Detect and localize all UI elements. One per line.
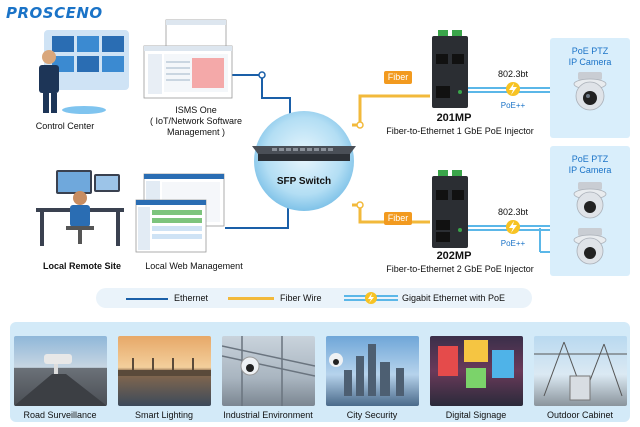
fiber-tag-2: Fiber	[384, 212, 412, 225]
local-web-management-label: Local Web Management	[145, 261, 243, 271]
brand-logo: PROSCENO	[6, 4, 103, 22]
application-label-outdoor-cabinet: Outdoor Cabinet	[546, 410, 614, 420]
ptz-camera-icon	[573, 228, 607, 265]
poe-standard-1: 802.3bt	[497, 69, 529, 79]
application-image-digital-signage	[430, 336, 523, 406]
web-management-screens	[135, 173, 225, 253]
application-label-industrial-environment: Industrial Environment	[223, 410, 313, 420]
injector1-model: 201MP	[436, 112, 472, 124]
isms-title: ISMS One	[175, 105, 217, 115]
injector2-desc: Fiber-to-Ethernet 2 GbE PoE Injector	[386, 264, 534, 274]
injector-201mp-device	[432, 30, 468, 108]
poe-plus-label-1: PoE++	[500, 101, 526, 110]
sfp-switch-label: SFP Switch	[276, 176, 332, 187]
local-remote-site-illustration	[36, 170, 124, 246]
fiber-line-1	[352, 94, 430, 127]
local-remote-site-label: Local Remote Site	[42, 261, 122, 271]
camera1-title-line1: PoE PTZ	[571, 46, 609, 56]
application-image-road-surveillance	[14, 336, 107, 406]
poe-plus-label-2: PoE++	[500, 239, 526, 248]
poe-standard-2: 802.3bt	[497, 207, 529, 217]
legend-fiber-label: Fiber Wire	[280, 293, 322, 303]
legend-poe-label: Gigabit Ethernet with PoE	[402, 293, 506, 303]
lightning-icon	[506, 220, 520, 234]
control-center-illustration	[39, 30, 129, 114]
ethernet-line-web	[225, 200, 289, 229]
application-image-outdoor-cabinet	[534, 336, 627, 406]
legend-poe-line	[344, 292, 398, 304]
injector2-model: 202MP	[436, 250, 472, 262]
legend: Ethernet Fiber Wire Gigabit Ethernet wit…	[96, 288, 532, 308]
fiber-tag-1: Fiber	[384, 71, 412, 84]
fiber-dot	[356, 201, 364, 209]
application-image-industrial-environment	[222, 336, 315, 406]
isms-subtitle-line3: Management )	[166, 127, 226, 137]
application-label-digital-signage: Digital Signage	[445, 410, 507, 420]
control-center-label: Control Center	[35, 121, 95, 131]
ethernet-dot	[258, 71, 266, 79]
camera1-title-line2: IP Camera	[568, 57, 612, 67]
legend-ethernet-label: Ethernet	[174, 293, 209, 303]
isms-subtitle-line2: ( IoT/Network Software	[149, 116, 243, 126]
ethernet-line-isms	[210, 74, 291, 120]
camera2-title-line2: IP Camera	[568, 165, 612, 175]
application-image-smart-lighting	[118, 336, 211, 406]
application-label-city-security: City Security	[346, 410, 398, 420]
ptz-camera-icon	[573, 182, 607, 219]
camera2-title-line1: PoE PTZ	[571, 154, 609, 164]
application-label-road-surveillance: Road Surveillance	[23, 410, 97, 420]
ptz-camera-icon	[573, 72, 607, 111]
lightning-icon	[506, 82, 520, 96]
legend-ethernet-line	[126, 298, 168, 300]
application-label-smart-lighting: Smart Lighting	[134, 410, 194, 420]
applications-panel: Road Surveillance Smart Lighting Industr…	[10, 322, 630, 422]
isms-software-screens	[143, 19, 233, 99]
application-image-city-security	[326, 336, 419, 406]
sfp-switch-device	[252, 111, 356, 211]
legend-fiber-line	[228, 297, 274, 300]
injector1-desc: Fiber-to-Ethernet 1 GbE PoE Injector	[386, 126, 534, 136]
injector-202mp-device	[432, 170, 468, 248]
fiber-dot	[356, 121, 364, 129]
